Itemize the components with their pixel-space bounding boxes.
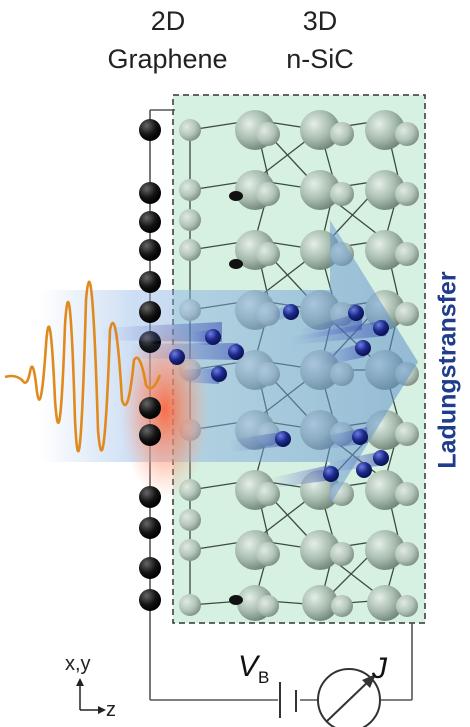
voltage-subscript: B bbox=[258, 668, 270, 687]
battery-symbol bbox=[279, 682, 297, 718]
label-graphene: Graphene bbox=[107, 44, 228, 74]
voltage-label: VB bbox=[238, 650, 269, 688]
label-2d: 2D bbox=[150, 6, 186, 36]
current-label: J bbox=[372, 652, 387, 685]
axis-z-label: z bbox=[106, 699, 116, 721]
light-pulse-wave bbox=[4, 280, 162, 453]
axis-indicator bbox=[76, 678, 106, 714]
current-meter-symbol bbox=[317, 668, 381, 727]
electron-trails bbox=[100, 304, 386, 488]
voltage-symbol: V bbox=[238, 650, 259, 683]
label-n-sic: n-SiC bbox=[286, 44, 354, 74]
electrons bbox=[169, 304, 389, 482]
charge-transfer-label: Ladungstransfer bbox=[433, 271, 462, 469]
axis-xy-label: x,y bbox=[65, 653, 91, 675]
label-3d: 3D bbox=[302, 6, 338, 36]
